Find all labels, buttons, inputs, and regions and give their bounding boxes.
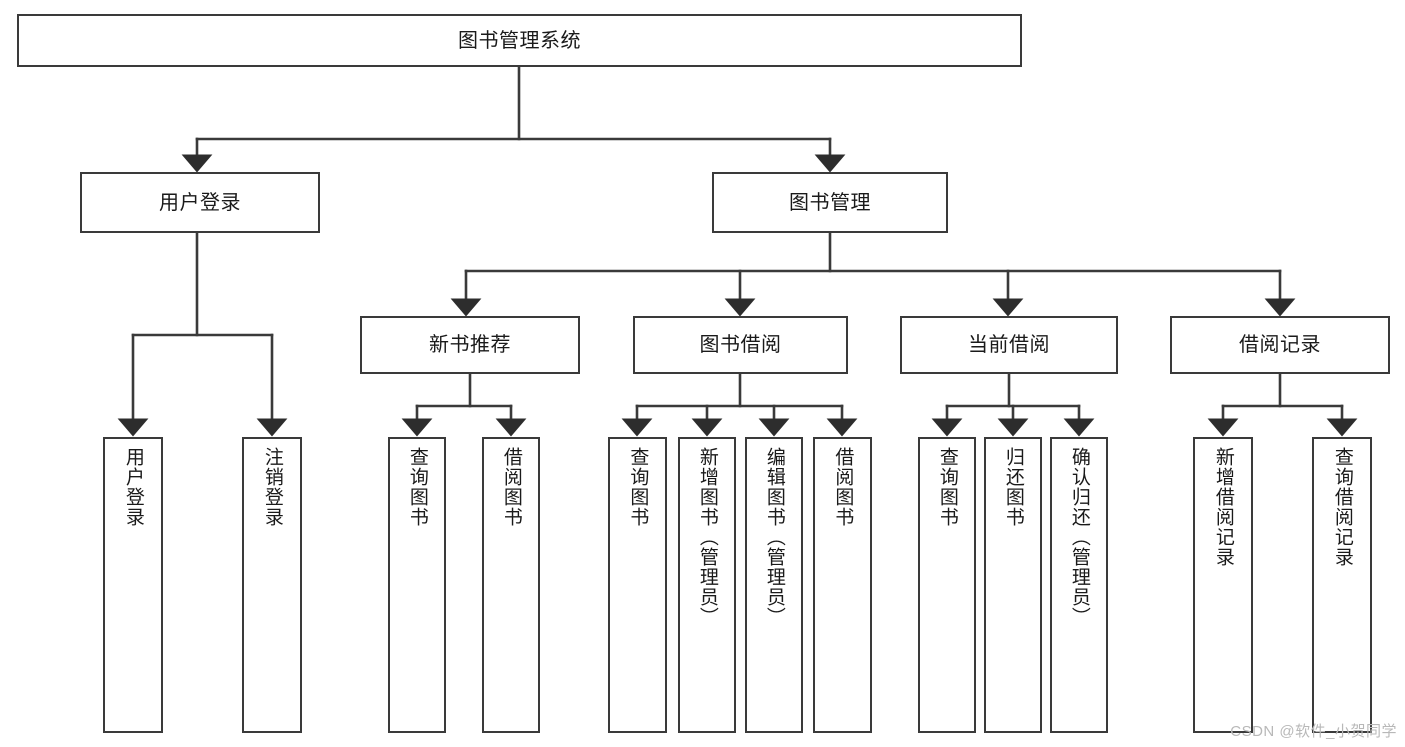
node-user-login[interactable]: 用户登录 <box>80 172 320 233</box>
node-borrow-record[interactable]: 借阅记录 <box>1170 316 1390 374</box>
node-leaf-query-record[interactable]: 查询借阅记录 <box>1312 437 1372 733</box>
node-root-label: 图书管理系统 <box>458 29 581 52</box>
node-leaf-user-login[interactable]: 用户登录 <box>103 437 163 733</box>
node-leaf-return-book[interactable]: 归还图书 <box>984 437 1042 733</box>
node-root[interactable]: 图书管理系统 <box>17 14 1022 67</box>
node-new-book-rec[interactable]: 新书推荐 <box>360 316 580 374</box>
node-leaf-query-book-1-label: 查询图书 <box>406 447 428 527</box>
node-leaf-add-record-label: 新增借阅记录 <box>1212 447 1234 567</box>
node-leaf-return-book-label: 归还图书 <box>1002 447 1024 527</box>
node-leaf-user-login-label: 用户登录 <box>122 447 144 527</box>
node-book-borrow-label: 图书借阅 <box>699 334 782 356</box>
node-leaf-confirm-return-label: 确认归还（管理员） <box>1068 447 1090 627</box>
node-leaf-borrow-book-2[interactable]: 借阅图书 <box>813 437 872 733</box>
node-leaf-add-book-label: 新增图书（管理员） <box>696 447 718 627</box>
node-current-borrow[interactable]: 当前借阅 <box>900 316 1118 374</box>
node-leaf-add-book[interactable]: 新增图书（管理员） <box>678 437 736 733</box>
node-new-book-rec-label: 新书推荐 <box>429 334 511 356</box>
node-leaf-query-book-1[interactable]: 查询图书 <box>388 437 446 733</box>
node-leaf-query-book-2-label: 查询图书 <box>627 447 649 527</box>
node-leaf-confirm-return[interactable]: 确认归还（管理员） <box>1050 437 1108 733</box>
node-leaf-query-book-3[interactable]: 查询图书 <box>918 437 976 733</box>
node-leaf-query-record-label: 查询借阅记录 <box>1331 447 1353 567</box>
node-user-login-label: 用户登录 <box>159 191 241 214</box>
node-leaf-add-record[interactable]: 新增借阅记录 <box>1193 437 1253 733</box>
node-book-manage[interactable]: 图书管理 <box>712 172 948 233</box>
node-current-borrow-label: 当前借阅 <box>968 334 1050 356</box>
node-leaf-borrow-book-1-label: 借阅图书 <box>500 447 522 527</box>
node-book-borrow[interactable]: 图书借阅 <box>633 316 848 374</box>
node-leaf-user-logout[interactable]: 注销登录 <box>242 437 302 733</box>
node-leaf-user-logout-label: 注销登录 <box>261 447 283 527</box>
node-leaf-borrow-book-1[interactable]: 借阅图书 <box>482 437 540 733</box>
node-book-manage-label: 图书管理 <box>789 191 871 214</box>
csdn-watermark: CSDN @软件_小贺同学 <box>1230 723 1397 740</box>
node-leaf-query-book-2[interactable]: 查询图书 <box>608 437 667 733</box>
node-leaf-edit-book[interactable]: 编辑图书（管理员） <box>745 437 803 733</box>
node-leaf-borrow-book-2-label: 借阅图书 <box>832 447 854 527</box>
node-borrow-record-label: 借阅记录 <box>1239 334 1321 356</box>
node-leaf-edit-book-label: 编辑图书（管理员） <box>763 447 785 627</box>
node-leaf-query-book-3-label: 查询图书 <box>936 447 958 527</box>
